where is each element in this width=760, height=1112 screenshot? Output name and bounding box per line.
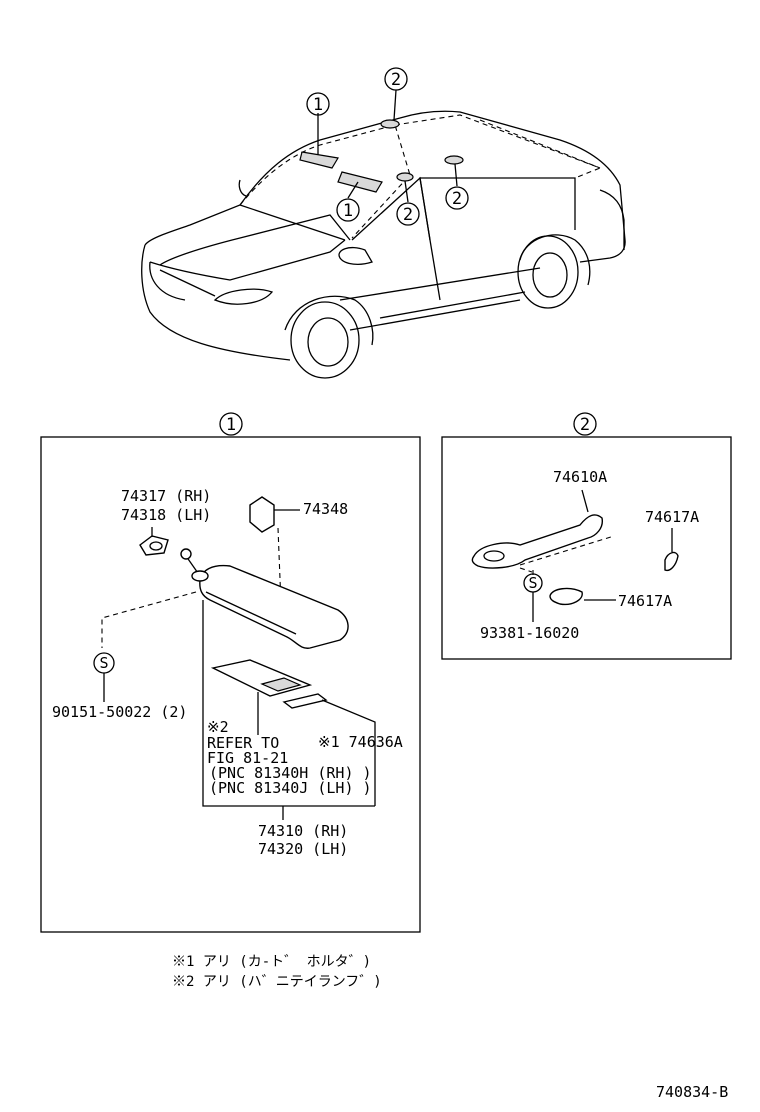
part-74318: 74318 (LH) (121, 506, 211, 524)
car-callout-2a: 2 (384, 67, 408, 91)
pnc-lh: (PNC 81340J (LH) ) (209, 779, 372, 797)
part-74636: ※1 74636A (318, 733, 403, 751)
car-callout-1b: 1 (336, 198, 360, 222)
box1-callout: 1 (219, 412, 243, 436)
car-callout-1a: 1 (306, 92, 330, 116)
grip-cap-top-shape (664, 551, 679, 572)
sun-visor-shape (199, 564, 349, 649)
callout-label: 1 (313, 95, 323, 115)
callout-label: 1 (343, 201, 353, 221)
visor-holder-shape (249, 496, 275, 533)
grip-cap-bottom-shape (549, 587, 583, 606)
pnc-rh: (PNC 81340H (RH) ) (209, 764, 372, 782)
part-74610: 74610A (553, 468, 607, 486)
car-illustration (141, 89, 626, 379)
part-74320: 74320 (LH) (258, 840, 348, 858)
box2-callout: 2 (573, 412, 597, 436)
callout-label: 2 (403, 205, 413, 225)
part-74317: 74317 (RH) (121, 487, 211, 505)
fig-reference: FIG 81-21 (207, 749, 288, 767)
part-74617-top: 74617A (645, 508, 699, 526)
part-74348: 74348 (303, 500, 348, 518)
callout-label: 2 (452, 189, 462, 209)
box2-frame (441, 436, 732, 660)
refer-to-label: REFER TO (207, 734, 279, 752)
car-callout-2b: 2 (396, 202, 420, 226)
figure-code: 740834-B (656, 1083, 728, 1101)
box1-frame (40, 436, 421, 933)
callout-label: 2 (580, 415, 590, 435)
screw-symbol-label: S (528, 574, 537, 592)
box2-assist-grip: 2 74610A 74617A 74617A S 93381-16020 (441, 412, 732, 660)
box1-screw-symbol: S (93, 652, 115, 674)
visor-clip-shape (139, 535, 169, 556)
part-90151: 90151-50022 (2) (52, 703, 187, 721)
part-74310: 74310 (RH) (258, 822, 348, 840)
card-holder-shape (282, 693, 328, 709)
box1-sun-visor: 1 74317 (RH) 74318 (LH) 74348 S 90151-50… (40, 412, 421, 933)
car-callout-2c: 2 (445, 186, 469, 210)
callout-label: 2 (391, 70, 401, 90)
vanity-lamp-shape (210, 659, 313, 697)
screw-symbol-label: S (99, 654, 108, 672)
box2-screw-symbol: S (523, 573, 543, 593)
part-74617-bottom: 74617A (618, 592, 672, 610)
callout-label: 1 (226, 415, 236, 435)
part-93381: 93381-16020 (480, 624, 579, 642)
footnote-2: ※2 アリ (ハ゛ニテイランフ゛) (172, 974, 382, 990)
assist-grip-shape (471, 514, 603, 569)
footnote-1: ※1 アリ (カ-ト゛ ホルタ゛) (172, 954, 371, 970)
note-2-marker: ※2 (207, 718, 229, 736)
